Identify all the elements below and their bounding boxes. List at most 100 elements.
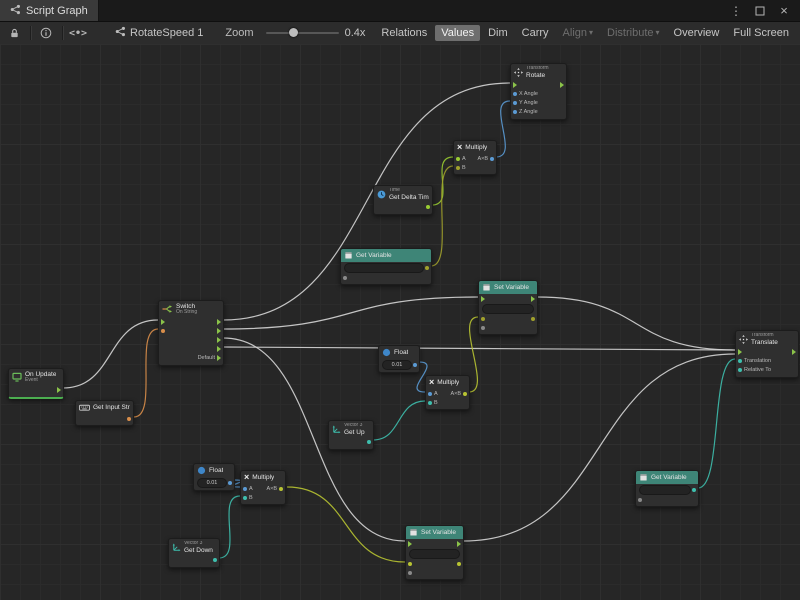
lock-button[interactable] <box>5 24 23 42</box>
toolbar-button-overview[interactable]: Overview <box>673 27 720 39</box>
port-dot[interactable] <box>513 101 517 106</box>
toolbar-button-full-screen[interactable]: Full Screen <box>733 27 789 39</box>
port-dot[interactable] <box>426 205 430 210</box>
toolbar-button-dim[interactable]: Dim <box>488 27 508 39</box>
port-dot[interactable] <box>738 368 742 373</box>
port-dot[interactable] <box>456 156 460 161</box>
get-variable-right-node[interactable]: Get Variable <box>635 470 699 507</box>
port-dot[interactable] <box>367 440 371 445</box>
set-variable-bottom-node[interactable]: Set Variable <box>405 525 464 580</box>
wire[interactable] <box>495 100 511 158</box>
toolbar-button-relations[interactable]: Relations <box>381 27 428 39</box>
port-dot[interactable] <box>127 416 131 421</box>
wire[interactable] <box>468 316 479 393</box>
port-dot[interactable] <box>413 362 417 367</box>
get-input-string-node[interactable]: Get Input Strin <box>75 400 134 426</box>
port-dot[interactable] <box>692 487 696 492</box>
wire[interactable] <box>133 328 159 418</box>
port-dot[interactable] <box>481 316 485 321</box>
value-field[interactable]: 0.01 <box>197 477 227 488</box>
port-dot[interactable] <box>228 480 232 485</box>
maximize-button[interactable] <box>754 4 766 18</box>
port-dot[interactable] <box>425 265 429 270</box>
port-arrow[interactable] <box>738 349 742 356</box>
port-arrow[interactable] <box>217 319 221 326</box>
wire[interactable] <box>416 361 428 393</box>
port-arrow[interactable] <box>560 82 564 89</box>
code-button[interactable]: <•> <box>69 24 87 42</box>
port-dot[interactable] <box>428 391 432 396</box>
port-arrow[interactable] <box>217 355 221 362</box>
toolbar-button-values[interactable]: Values <box>435 25 481 41</box>
wire[interactable] <box>430 165 454 267</box>
kebab-menu-button[interactable]: ⋮ <box>730 4 742 18</box>
port-arrow[interactable] <box>457 540 461 547</box>
wire[interactable] <box>372 400 426 441</box>
port-dot[interactable] <box>408 561 412 566</box>
port-dot[interactable] <box>463 391 467 396</box>
port-dot[interactable] <box>279 486 283 491</box>
port-arrow[interactable] <box>513 82 517 89</box>
get-variable-mid-node[interactable]: Get Variable <box>340 248 432 285</box>
port-dot[interactable] <box>738 359 742 364</box>
tab-script-graph[interactable]: Script Graph <box>0 0 99 21</box>
port-arrow[interactable] <box>217 337 221 344</box>
port-arrow[interactable] <box>217 346 221 353</box>
wire[interactable] <box>62 319 159 389</box>
port-arrow[interactable] <box>217 328 221 335</box>
port-dot[interactable] <box>213 558 217 563</box>
port-arrow[interactable] <box>161 319 165 326</box>
port-dot[interactable] <box>243 486 247 491</box>
set-variable-top-node[interactable]: Set Variable <box>478 280 538 335</box>
port-arrow[interactable] <box>792 349 796 356</box>
port-dot[interactable] <box>456 165 460 170</box>
port-arrow[interactable] <box>531 295 535 302</box>
port-dot[interactable] <box>490 156 494 161</box>
port-dot[interactable] <box>457 561 461 566</box>
port-arrow[interactable] <box>57 387 61 394</box>
wire[interactable] <box>222 82 511 321</box>
port-dot[interactable] <box>428 400 432 405</box>
zoom-slider-thumb[interactable] <box>289 28 299 37</box>
port-dot[interactable] <box>481 325 485 330</box>
graph-name-selector[interactable]: RotateSpeed 1 <box>115 26 203 40</box>
value-field[interactable] <box>639 484 691 495</box>
port-dot[interactable] <box>531 316 535 321</box>
wire[interactable] <box>697 358 736 489</box>
info-button[interactable] <box>37 24 55 42</box>
port-dot[interactable] <box>638 497 642 502</box>
toolbar-button-distribute[interactable]: Distribute▾ <box>607 27 660 39</box>
wire[interactable] <box>222 346 736 351</box>
port-dot[interactable] <box>513 110 517 115</box>
port-dot[interactable] <box>243 495 247 500</box>
toolbar-button-align[interactable]: Align▾ <box>562 27 594 39</box>
port-arrow[interactable] <box>481 295 485 302</box>
wire[interactable] <box>222 337 406 542</box>
zoom-slider[interactable] <box>265 28 339 37</box>
value-field[interactable] <box>482 303 534 314</box>
value-field[interactable] <box>409 548 460 559</box>
value-field[interactable]: 0.01 <box>382 359 412 370</box>
wire[interactable] <box>286 486 406 563</box>
port-arrow[interactable] <box>408 540 412 547</box>
port-dot[interactable] <box>343 275 347 280</box>
close-button[interactable]: × <box>778 4 790 18</box>
wire[interactable] <box>536 296 736 351</box>
wire[interactable] <box>222 296 479 330</box>
wire[interactable] <box>218 495 241 559</box>
port-dot[interactable] <box>161 329 165 334</box>
toolbar-button-carry[interactable]: Carry <box>521 27 549 39</box>
wire[interactable] <box>462 353 736 542</box>
